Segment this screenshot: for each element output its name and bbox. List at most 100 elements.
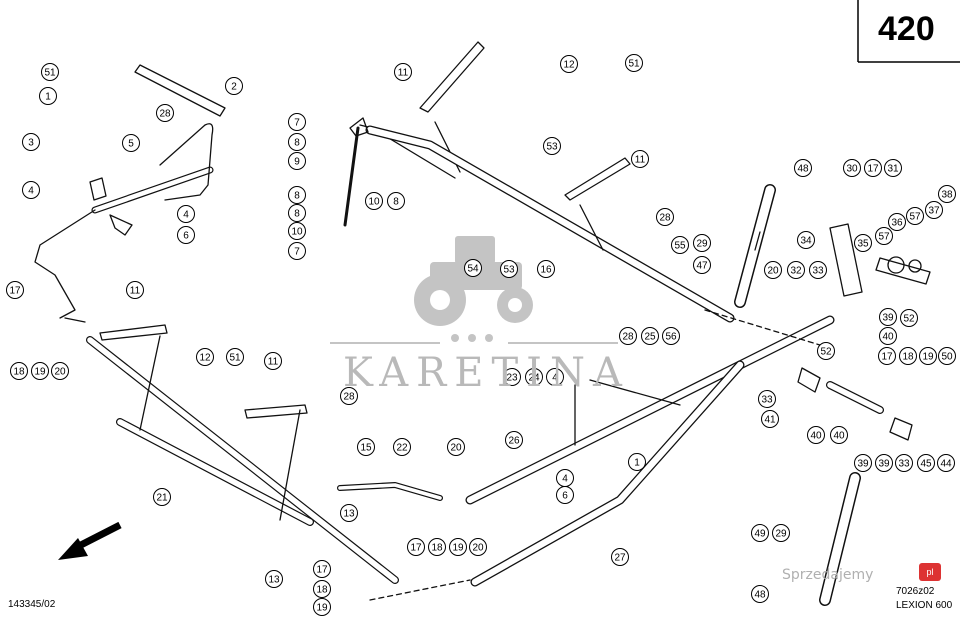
- callout-label: 1: [45, 92, 51, 103]
- callout-label: 33: [812, 266, 824, 277]
- callout-c18: 12: [560, 55, 578, 73]
- callout-c8: 4: [177, 205, 195, 223]
- callout-circle: [764, 261, 782, 279]
- callout-label: 18: [316, 585, 328, 596]
- callout-label: 18: [13, 367, 25, 378]
- callout-circle: [313, 560, 331, 578]
- callout-c20: 53: [543, 137, 561, 155]
- callout-circle: [888, 213, 906, 231]
- callout-c67: 12: [196, 348, 214, 366]
- callout-label: 19: [34, 367, 46, 378]
- callout-label: 52: [820, 347, 832, 358]
- seller-badge: pl: [919, 563, 941, 581]
- callout-c11: 8: [288, 133, 306, 151]
- callout-label: 48: [754, 590, 766, 601]
- callout-circle: [313, 598, 331, 616]
- callout-circle: [772, 524, 790, 542]
- callout-circle: [394, 63, 412, 81]
- callout-label: 17: [881, 352, 893, 363]
- callout-c87: 28: [619, 327, 637, 345]
- callout-circle: [122, 134, 140, 152]
- callout-label: 38: [941, 190, 953, 201]
- callout-circle: [628, 453, 646, 471]
- callout-c75: 21: [153, 488, 171, 506]
- callout-label: 17: [867, 164, 879, 175]
- callout-c35: 38: [938, 185, 956, 203]
- callout-label: 8: [294, 209, 300, 220]
- callout-circle: [505, 431, 523, 449]
- callout-circle: [537, 260, 555, 278]
- callout-label: 35: [857, 239, 869, 250]
- callout-label: 20: [450, 443, 462, 454]
- callout-label: 10: [291, 227, 303, 238]
- page-number-frame: [857, 0, 960, 63]
- callout-circle: [225, 77, 243, 95]
- callout-c76: 13: [265, 570, 283, 588]
- callout-c23: 11: [631, 150, 649, 168]
- callout-label: 21: [156, 493, 168, 504]
- callout-circle: [556, 486, 574, 504]
- callout-label: 32: [790, 266, 802, 277]
- callout-c57: 39: [854, 454, 872, 472]
- callout-circle: [794, 159, 812, 177]
- callout-label: 13: [268, 575, 280, 586]
- callout-c1: 51: [41, 63, 59, 81]
- callout-label: 9: [294, 157, 300, 168]
- callout-c65: 20: [51, 362, 69, 380]
- callout-label: 18: [902, 352, 914, 363]
- callout-circle: [879, 327, 897, 345]
- callout-circle: [656, 208, 674, 226]
- callout-c93: 1: [628, 453, 646, 471]
- callout-c45: 52: [900, 309, 918, 327]
- callout-c37: 57: [906, 207, 924, 225]
- callout-label: 2: [231, 82, 237, 93]
- callout-c38: 36: [888, 213, 906, 231]
- callout-c47: 40: [879, 327, 897, 345]
- callout-label: 19: [452, 543, 464, 554]
- callout-c6: 5: [122, 134, 140, 152]
- callout-c58: 39: [875, 454, 893, 472]
- callout-circle: [631, 150, 649, 168]
- callout-circle: [899, 347, 917, 365]
- callout-label: 28: [159, 109, 171, 120]
- callout-label: 4: [28, 186, 34, 197]
- callout-c66: 11: [126, 281, 144, 299]
- callout-circle: [751, 585, 769, 603]
- callout-label: 45: [920, 459, 932, 470]
- callout-c2: 1: [39, 87, 57, 105]
- callout-c7: 4: [22, 181, 40, 199]
- callout-circle: [288, 113, 306, 131]
- callout-c24: 28: [656, 208, 674, 226]
- machine-model: LEXION 600: [896, 600, 953, 611]
- callout-c56: 40: [830, 426, 848, 444]
- callout-label: 34: [800, 236, 812, 247]
- callout-c26: 53: [500, 260, 518, 278]
- callout-label: 3: [28, 138, 34, 149]
- callout-circle: [895, 454, 913, 472]
- callout-label: 11: [635, 155, 646, 166]
- callout-circle: [177, 205, 195, 223]
- callout-circle: [10, 362, 28, 380]
- callout-circle: [693, 234, 711, 252]
- callout-circle: [288, 242, 306, 260]
- callout-c50: 18: [899, 347, 917, 365]
- callout-label: 22: [396, 443, 408, 454]
- callout-c64: 19: [31, 362, 49, 380]
- tractor-logo-icon: [330, 236, 618, 344]
- callout-circle: [671, 236, 689, 254]
- callout-label: 27: [614, 553, 626, 564]
- callout-circle: [758, 390, 776, 408]
- callout-label: 17: [9, 286, 21, 297]
- callout-c89: 56: [662, 327, 680, 345]
- callout-circle: [22, 181, 40, 199]
- callout-circle: [884, 159, 902, 177]
- callout-label: 23: [506, 373, 518, 384]
- callout-circle: [906, 207, 924, 225]
- callout-circle: [875, 454, 893, 472]
- callout-label: 52: [903, 314, 915, 325]
- callout-circle: [797, 231, 815, 249]
- callout-label: 20: [767, 266, 779, 277]
- callout-c22: 8: [387, 192, 405, 210]
- callout-circle: [357, 438, 375, 456]
- callout-label: 12: [199, 353, 211, 364]
